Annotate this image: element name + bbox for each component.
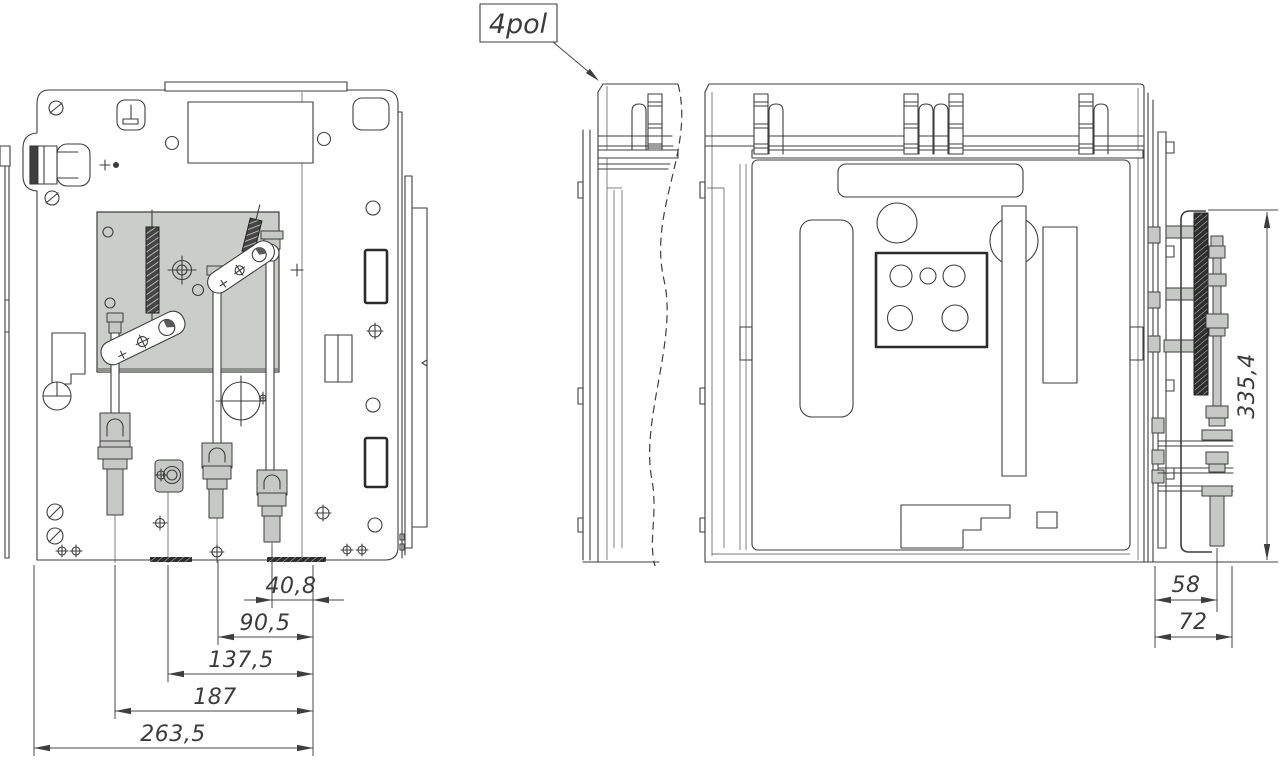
dim-40-8: 40,8 xyxy=(244,574,344,604)
latch xyxy=(29,143,91,187)
left-edge-tab xyxy=(739,326,753,361)
actuator-bar xyxy=(989,205,1039,477)
break-line xyxy=(649,83,683,567)
c-bracket xyxy=(1180,210,1212,553)
aux-block xyxy=(154,459,184,563)
top-opening xyxy=(164,101,332,164)
body-outline xyxy=(699,83,1233,563)
lever-arm-1 xyxy=(100,310,186,366)
slot-upper xyxy=(363,248,389,305)
dim-label-40-8: 40,8 xyxy=(266,574,317,599)
bottom-hatch-1 xyxy=(150,557,192,562)
slot-lower xyxy=(363,436,389,489)
double-window xyxy=(324,334,353,383)
panel-window xyxy=(837,163,1024,198)
terminal-rod xyxy=(1201,235,1233,547)
dim-label-335-4: 335,4 xyxy=(1235,353,1260,418)
rod-assembly-3 xyxy=(256,469,288,563)
callout-4pol: 4pol xyxy=(479,3,599,81)
left-slot xyxy=(799,219,854,418)
crosshair-bearing xyxy=(167,255,197,285)
mounting-holes xyxy=(44,100,384,558)
rear-assembly xyxy=(1147,92,1234,563)
sight-circle xyxy=(215,375,267,427)
dim-58: 58 xyxy=(1155,573,1217,604)
callout-label: 4pol xyxy=(489,9,548,40)
dim-label-72: 72 xyxy=(1179,610,1208,635)
dim-263-5: 263,5 xyxy=(34,722,313,752)
right-edge-tab xyxy=(1129,326,1144,361)
front-panel xyxy=(712,159,1144,555)
lever-arm-2 xyxy=(207,240,275,294)
side-flange xyxy=(397,111,428,559)
key-slot xyxy=(116,99,146,131)
dim-137-5: 137,5 xyxy=(168,648,313,678)
bottom-small-rect xyxy=(1036,511,1058,529)
side-plate-left xyxy=(0,145,11,559)
dim-label-90-5: 90,5 xyxy=(240,611,291,636)
pole-rails xyxy=(597,135,679,170)
spring-bar-1 xyxy=(145,209,160,333)
pole-segment xyxy=(577,83,679,563)
dim-72: 72 xyxy=(1155,610,1232,641)
right-slot xyxy=(1042,226,1078,384)
panel-circle xyxy=(876,202,918,244)
bolt-heads xyxy=(1147,226,1165,484)
body-rails xyxy=(704,135,1144,159)
dim-label-187: 187 xyxy=(193,685,237,710)
top-tab xyxy=(164,81,348,92)
dim-90-5: 90,5 xyxy=(218,611,313,641)
pole-posts xyxy=(631,93,663,155)
spring-bar-vertical xyxy=(1193,212,1209,396)
corner-slot-top-right xyxy=(352,97,390,131)
dim-label-137-5: 137,5 xyxy=(208,648,273,673)
control-square xyxy=(874,251,989,349)
callout-arrowhead xyxy=(585,68,599,81)
dim-label-263-5: 263,5 xyxy=(140,722,205,747)
side-view xyxy=(577,83,1234,567)
cross-bars xyxy=(1157,225,1234,492)
top-posts xyxy=(753,93,1109,155)
bottom-step-plate xyxy=(900,504,1011,549)
rear-view xyxy=(0,81,428,563)
left-notch-plate xyxy=(42,332,86,411)
bottom-hatch-2 xyxy=(267,557,326,562)
dim-label-58: 58 xyxy=(1172,573,1201,598)
dimensions-side: 58 72 335,4 xyxy=(1154,209,1278,648)
rod-assembly-1 xyxy=(97,412,133,563)
dim-335-4: 335,4 xyxy=(1208,209,1278,563)
rod-assembly-2 xyxy=(201,442,233,563)
dim-187: 187 xyxy=(115,685,313,715)
dimensions-rear: 40,8 90,5 137,5 187 263,5 xyxy=(33,545,344,756)
